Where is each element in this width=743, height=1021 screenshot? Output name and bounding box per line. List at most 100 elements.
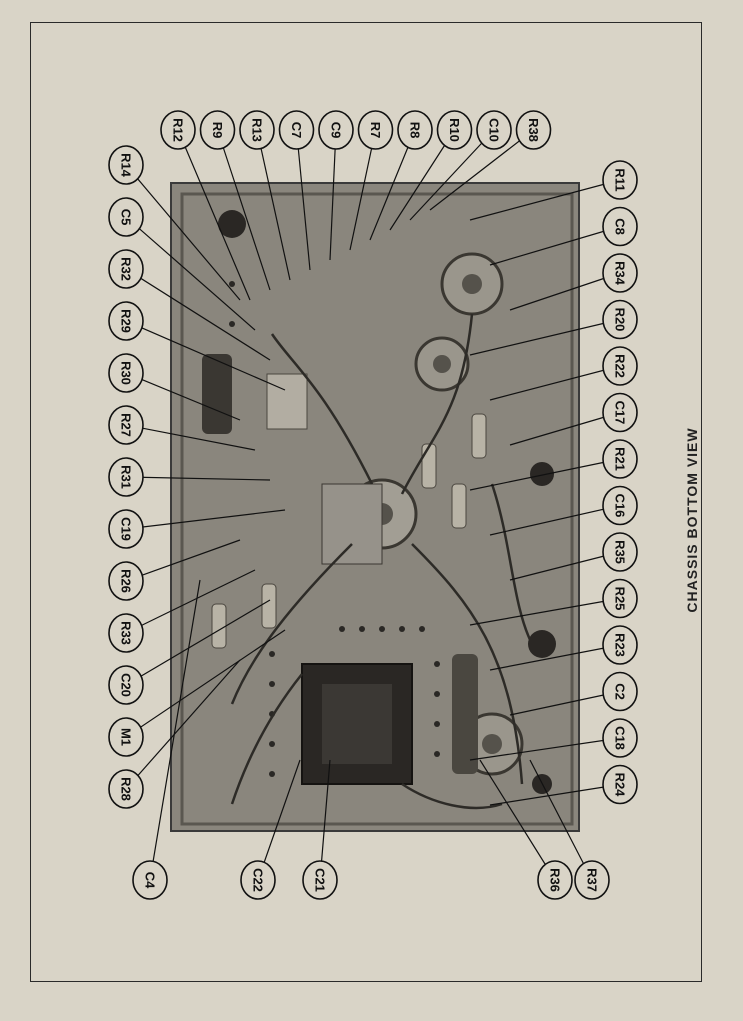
callout-circle — [132, 860, 168, 900]
leader-line-left-R29 — [125, 320, 286, 391]
leader-line-left-R33 — [125, 569, 256, 634]
callout-circle — [357, 110, 394, 150]
callout-right-C8: C8 — [602, 206, 638, 247]
callout-label: R28 — [119, 777, 134, 801]
leader-line-right-R20 — [469, 318, 621, 356]
callout-circle — [476, 110, 512, 150]
callout-circle — [602, 578, 638, 619]
callout-circle — [302, 860, 338, 900]
callout-label: R13 — [250, 118, 265, 142]
leader-line-right-C16 — [489, 504, 621, 536]
callout-circle — [108, 769, 144, 809]
callout-circle — [602, 439, 638, 479]
callout-label: C7 — [289, 122, 304, 139]
callout-left-M1: M1 — [108, 717, 144, 757]
leader-line-top-R9 — [216, 129, 271, 291]
callout-circle — [108, 301, 144, 341]
leader-line-right-C17 — [509, 411, 621, 446]
leader-line-right-C18 — [469, 737, 621, 761]
callout-circle — [602, 392, 638, 433]
callout-bottom-R37: R37 — [574, 860, 610, 900]
callout-label: C22 — [251, 868, 266, 892]
leader-line-bottom-R36 — [479, 759, 556, 881]
callout-label: R7 — [368, 122, 383, 139]
callout-label: R33 — [119, 621, 134, 645]
callout-label: C4 — [143, 872, 158, 889]
leader-line-bottom-C22 — [257, 759, 301, 881]
callout-top-R12: R12 — [160, 110, 196, 150]
callout-label: C8 — [613, 218, 628, 235]
callout-circle — [108, 197, 144, 237]
callout-label: R30 — [119, 361, 134, 385]
callout-circle — [602, 532, 638, 572]
leader-line-right-R21 — [469, 458, 621, 491]
callout-right-C17: C17 — [602, 392, 638, 433]
callout-label: C9 — [329, 122, 344, 139]
callout-right-R34: R34 — [602, 253, 638, 293]
leader-line-left-R27 — [125, 424, 256, 451]
callout-right-R35: R35 — [602, 532, 638, 572]
callout-label: C5 — [119, 209, 134, 226]
callout-circle — [602, 299, 638, 340]
leader-line-left-R26 — [125, 539, 241, 582]
callout-label: R29 — [119, 309, 134, 333]
leader-line-right-R23 — [489, 644, 621, 671]
leader-line-right-R11 — [469, 179, 621, 221]
leader-line-right-R34 — [509, 272, 621, 311]
callout-left-R30: R30 — [108, 353, 144, 393]
callout-left-R27: R27 — [108, 405, 144, 445]
leader-line-right-R25 — [469, 597, 621, 626]
callout-circle — [515, 110, 552, 150]
leader-line-left-R28 — [125, 659, 241, 790]
callout-label: C2 — [613, 683, 628, 700]
callout-label: R34 — [613, 261, 628, 286]
callout-right-R11: R11 — [602, 160, 638, 200]
callout-left-R14: R14 — [108, 145, 144, 185]
callout-top-R7: R7 — [357, 110, 394, 150]
callout-label: C20 — [119, 673, 134, 697]
callout-circle — [537, 860, 573, 900]
leader-line-right-C2 — [509, 690, 621, 716]
callout-left-R26: R26 — [108, 561, 144, 601]
leader-line-top-R13 — [256, 129, 291, 281]
callout-circle — [108, 405, 144, 445]
callout-label: R12 — [171, 118, 186, 142]
callout-circle — [108, 613, 144, 653]
callout-top-R38: R38 — [515, 110, 552, 150]
chassis-photo — [170, 182, 580, 832]
callout-right-R21: R21 — [602, 439, 638, 479]
callout-label: R31 — [119, 465, 134, 489]
callout-left-C20: C20 — [108, 665, 144, 705]
callout-label: R22 — [613, 354, 628, 378]
callout-circle — [436, 110, 473, 150]
callout-circle — [602, 718, 638, 758]
callout-label: R21 — [613, 447, 628, 471]
callout-label: R23 — [613, 633, 628, 657]
callout-label: R26 — [119, 569, 134, 593]
callout-label: R38 — [526, 118, 541, 142]
callout-label: R37 — [585, 868, 600, 892]
callout-right-R24: R24 — [602, 764, 638, 805]
callout-circle — [108, 353, 144, 393]
leader-line-top-R7 — [349, 129, 377, 251]
callout-circle — [602, 764, 638, 805]
leader-line-bottom-C21 — [319, 759, 331, 881]
callout-label: C10 — [487, 118, 502, 142]
leader-line-bottom-R37 — [529, 759, 593, 881]
leader-line-left-R30 — [125, 372, 241, 421]
leader-line-left-C20 — [125, 599, 271, 686]
callout-top-C7: C7 — [278, 110, 315, 150]
leader-line-top-C7 — [295, 129, 311, 271]
callout-top-R8: R8 — [397, 110, 433, 150]
leader-line-right-C8 — [489, 225, 621, 266]
callout-left-C19: C19 — [108, 509, 144, 549]
leader-line-right-R24 — [489, 783, 621, 806]
leader-line-left-R31 — [125, 476, 271, 481]
leader-line-top-R10 — [389, 129, 456, 231]
callout-circle — [108, 249, 144, 289]
callout-circle — [160, 110, 196, 150]
leader-line-right-R22 — [489, 365, 621, 401]
callout-left-R28: R28 — [108, 769, 144, 809]
